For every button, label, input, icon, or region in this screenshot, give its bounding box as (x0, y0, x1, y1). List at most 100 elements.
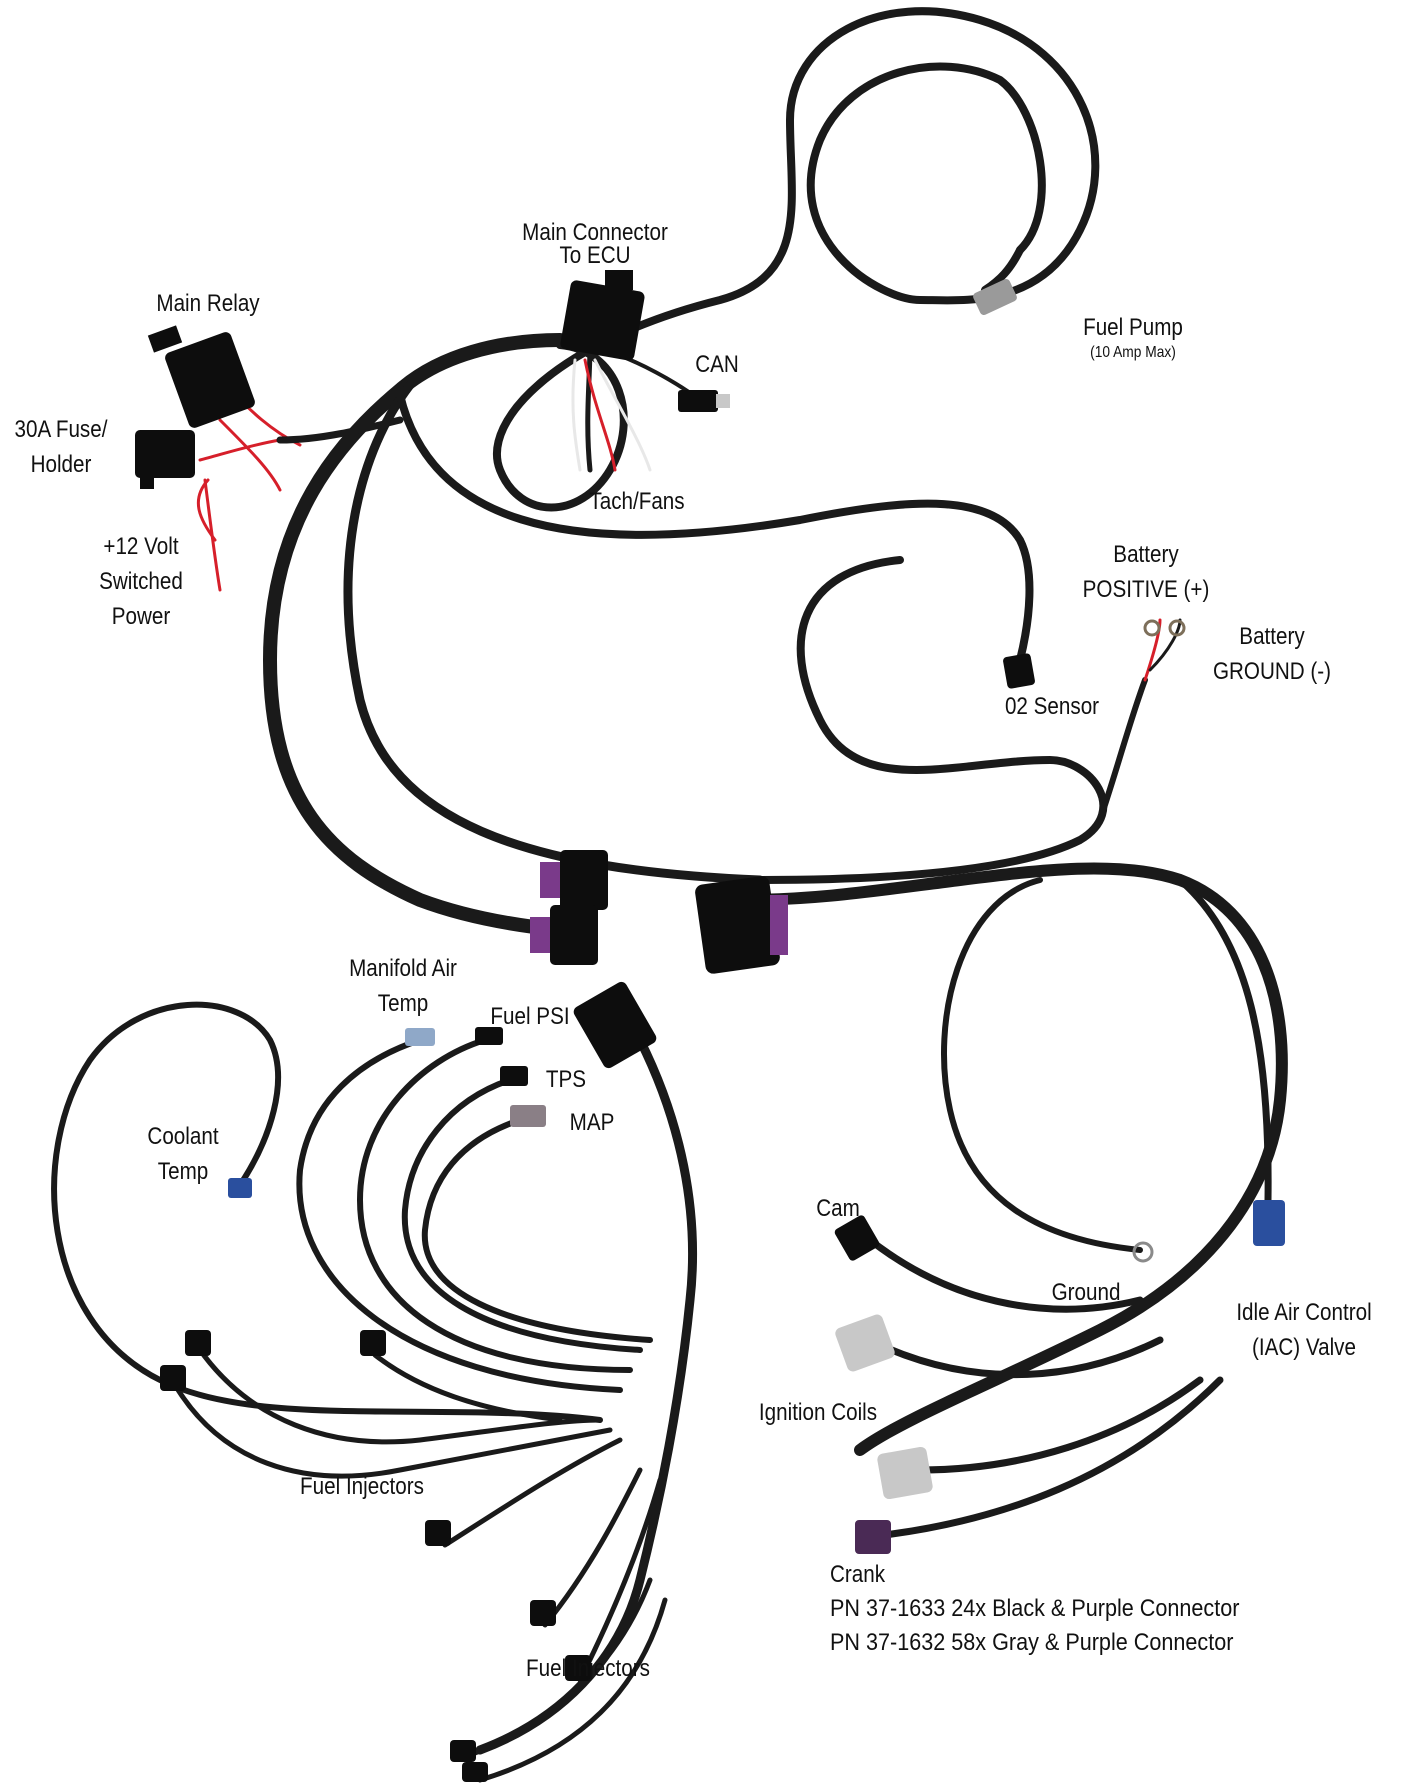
label-ignition-coils: Ignition Coils (758, 1399, 878, 1426)
mat-connector (405, 1028, 435, 1046)
label-fuse-holder: 30A Fuse/ Holder (9, 415, 114, 479)
injector-2 (160, 1365, 186, 1391)
mid-connector-a (560, 850, 608, 910)
injector-4 (425, 1520, 451, 1546)
injector-lead-5 (542, 1467, 643, 1628)
label-pn-58x: PN 37-1632 58x Gray & Purple Connector (830, 1629, 1234, 1656)
label-battery-gnd-line2: GROUND (-) (1212, 658, 1332, 685)
mid-connector-b (550, 905, 598, 965)
label-coolant-temp: Coolant Temp (137, 1122, 228, 1186)
fuel-psi-lead (356, 1037, 633, 1373)
label-iac-valve: Idle Air Control (IAC) Valve (1221, 1298, 1388, 1362)
crank-connector (855, 1520, 891, 1554)
injector-1 (185, 1330, 211, 1356)
label-battery-positive: Battery POSITIVE (+) (1062, 540, 1231, 604)
iac-lead (1176, 876, 1272, 1204)
injector-lead-3 (372, 1352, 563, 1423)
label-crank: Crank (830, 1561, 886, 1588)
injector-6 (565, 1655, 591, 1681)
cam-connector (834, 1215, 880, 1261)
label-iac-line1: Idle Air Control (1236, 1299, 1372, 1326)
sensor-main-connector (573, 981, 657, 1069)
sensor-connectors (160, 981, 657, 1782)
coil-connector-2 (877, 1446, 933, 1500)
tach-fans-wire-bundle (585, 342, 593, 473)
fuel-pump-connector (973, 278, 1017, 316)
label-main-relay: Main Relay (156, 290, 260, 317)
coil-lead-2 (916, 1376, 1204, 1474)
coolant-loop (51, 1001, 603, 1423)
injector-7 (450, 1740, 476, 1762)
upper-connectors (135, 270, 1186, 965)
o2-loop (756, 556, 1108, 884)
injector-lead-7 (467, 1577, 653, 1758)
injector-5 (530, 1600, 556, 1626)
label-switched-line2: Switched (99, 568, 183, 595)
coil-lead-1 (876, 1336, 1164, 1379)
ground-ring (1132, 1241, 1154, 1263)
label-fuel-psi: Fuel PSI (490, 1003, 570, 1030)
label-iac-line2: (IAC) Valve (1251, 1334, 1356, 1361)
injector-8 (462, 1762, 488, 1782)
injector-lead-4 (442, 1437, 623, 1548)
label-battery-pos-line1: Battery (1113, 541, 1179, 568)
label-coolant-line2: Temp (157, 1158, 209, 1185)
label-can: CAN (695, 351, 739, 378)
label-fuel-pump-note: (10 Amp Max) (1090, 344, 1176, 361)
label-battery-ground: Battery GROUND (-) (1193, 622, 1351, 686)
injector-3 (360, 1330, 386, 1356)
label-main-connector: Main Connector To ECU (517, 218, 674, 270)
main-trunk (262, 333, 567, 937)
label-battery-pos-line2: POSITIVE (+) (1082, 576, 1210, 603)
ignition-trunk (734, 862, 1288, 1456)
label-ground: Ground (1051, 1279, 1121, 1306)
label-battery-gnd-line1: Battery (1239, 623, 1305, 650)
mid-connector-b-pins (530, 917, 550, 953)
label-o2-sensor: 02 Sensor (1004, 693, 1100, 720)
main-relay-tab (147, 325, 183, 353)
crank-lead (881, 1376, 1224, 1539)
label-fuel-injectors-upper: Fuel Injectors (300, 1473, 424, 1500)
label-map: MAP (569, 1109, 615, 1136)
label-coolant-line1: Coolant (147, 1123, 219, 1150)
battery-lead (1097, 677, 1148, 823)
label-tach-fans: Tach/Fans (589, 488, 685, 515)
can-connector-tip (716, 394, 730, 408)
can-connector (678, 390, 718, 412)
label-tps: TPS (545, 1066, 587, 1093)
label-fuel-pump: Fuel Pump (1083, 314, 1183, 341)
cam-lead (866, 1236, 1144, 1313)
label-switched-line1: +12 Volt (103, 533, 179, 560)
mid-connector-a-pins (540, 862, 560, 898)
ground-loop (941, 877, 1143, 1253)
tps-connector (500, 1066, 528, 1086)
sensor-harness (51, 1001, 698, 1783)
battery-ground-ring (1168, 619, 1186, 637)
label-cam: Cam (816, 1195, 860, 1222)
injector-lead-8 (477, 1597, 668, 1783)
label-main-connector-line2: To ECU (559, 242, 631, 269)
iac-connector (1253, 1200, 1285, 1246)
coolant-temp-connector (228, 1178, 252, 1198)
fuel-pump-loop (492, 7, 1100, 512)
injector-lead-1 (197, 1347, 603, 1445)
main-ecu-connector-cap (605, 270, 633, 290)
label-manifold-air-line2: Temp (377, 990, 429, 1017)
fuse-holder-tab (140, 475, 154, 489)
label-pn-24x: PN 37-1633 24x Black & Purple Connector (830, 1595, 1240, 1622)
ignition-connectors (695, 876, 1285, 1554)
ignition-main-connector (695, 876, 780, 974)
ignition-main-connector-pins (770, 895, 788, 955)
fuse-holder-body (135, 430, 195, 478)
injector-lead-6 (577, 1477, 663, 1683)
fuel-psi-connector (475, 1027, 503, 1045)
coil-connector-1 (835, 1314, 895, 1372)
mat-lead (296, 1037, 623, 1393)
label-fuel-injectors-lower: Fuel Injectors (526, 1655, 650, 1682)
label-switched-line3: Power (111, 603, 171, 630)
injector-lead-2 (172, 1382, 613, 1479)
main-ecu-connector (560, 280, 645, 361)
label-switched-power: +12 Volt Switched Power (87, 532, 195, 631)
trunk-branch-o2 (396, 391, 1034, 664)
